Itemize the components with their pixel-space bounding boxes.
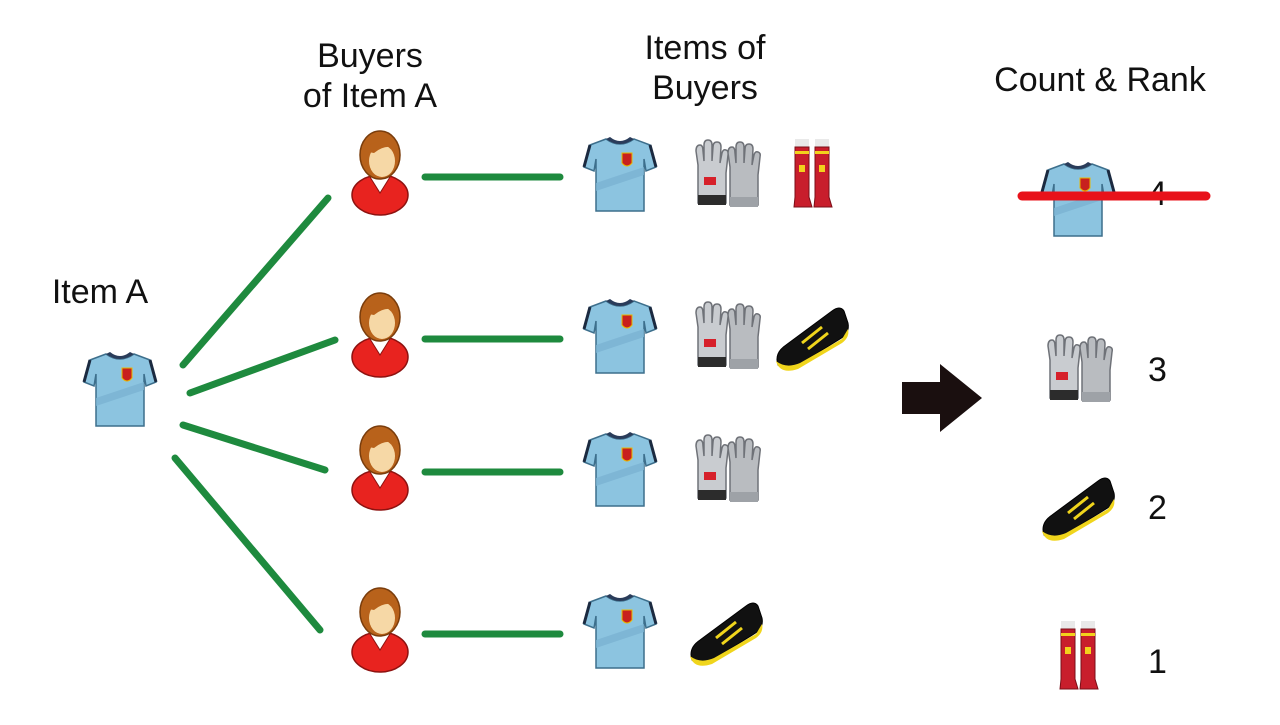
buyer-1-jersey-icon [582,135,658,213]
buyer-2-gloves-icon [695,301,761,370]
rank-4-socks-icon [1059,620,1099,690]
buyer-1-socks-icon [793,138,833,208]
buyer-1-person-icon [351,130,409,216]
rank-count-4: 1 [1148,643,1167,681]
buyer-3-person-icon [351,425,409,511]
rank-count-1: 4 [1148,175,1167,213]
buyer-4-jersey-icon [582,592,658,670]
buyers-header-line1: Buyers [317,37,423,75]
buyer-2-person-icon [351,292,409,378]
buyer-2-boot-icon [774,306,850,373]
rank-count-3: 2 [1148,489,1167,527]
fan-line-4 [171,454,324,634]
fan-line-2 [186,336,339,397]
buyer-4-person-icon [351,587,409,673]
connector-lines [171,173,564,638]
items-header-line1: Items of [644,29,766,67]
right-arrow-icon [902,364,982,432]
fan-line-3 [179,421,329,474]
buyer-4-boot-icon [688,601,764,668]
rank-count-2: 3 [1148,351,1167,389]
items-header-line2: Buyers [652,69,758,107]
rank-2-gloves-icon [1047,334,1113,403]
ranking-icons [1040,160,1116,690]
flow-arrow [902,364,982,432]
buyer-3-jersey-icon [582,430,658,508]
buyer-2-jersey-icon [582,297,658,375]
count-rank-header: Count & Rank [994,61,1206,99]
fan-line-1 [179,194,332,369]
buyer-3-gloves-icon [695,434,761,503]
rank-1-jersey-icon [1040,160,1116,238]
buyers-header-line2: of Item A [302,77,438,115]
items-header: Items of Buyers [610,28,800,108]
diagram-nodes [82,130,850,673]
rank-3-boot-icon [1040,476,1116,543]
item-a-label: Item A [51,273,149,311]
buyer-1-gloves-icon [695,139,761,208]
buyers-header: Buyers of Item A [280,36,460,116]
item-a-jersey-icon [82,350,158,428]
